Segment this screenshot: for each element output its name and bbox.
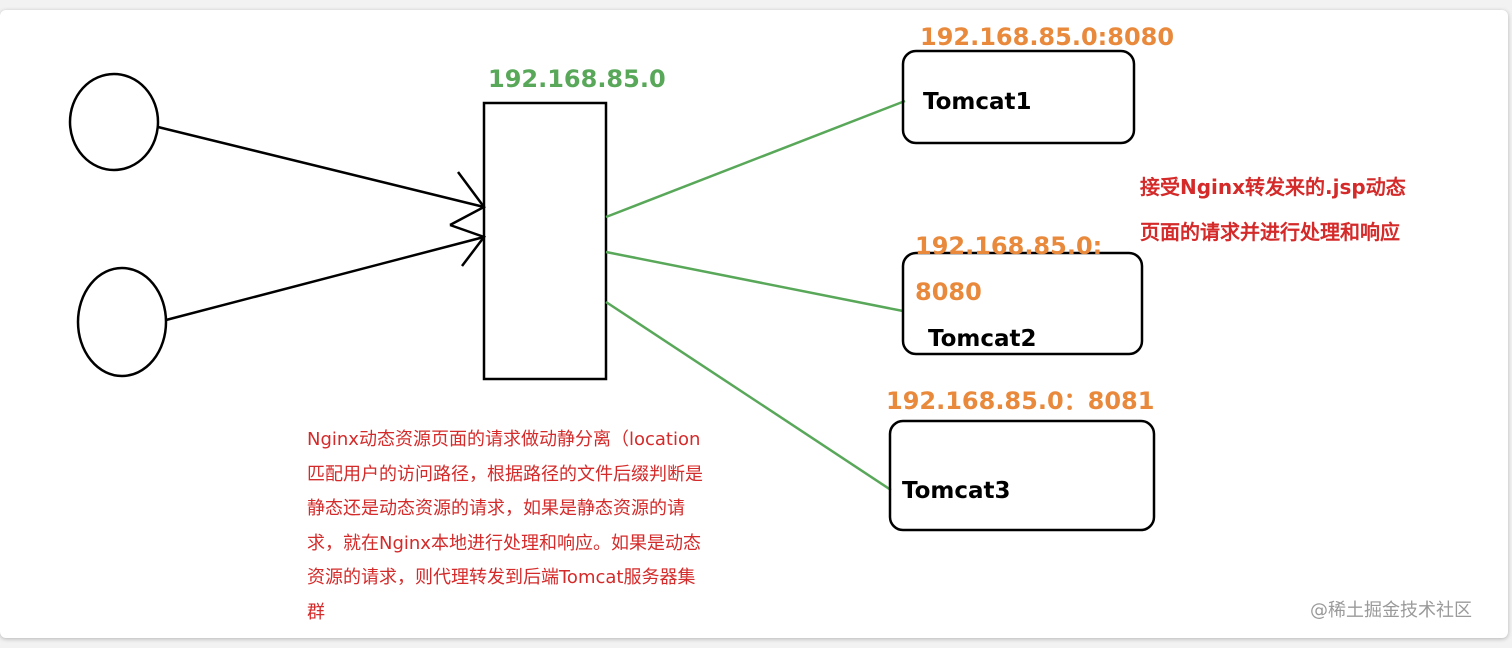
tomcat2-ip-label-line2: 8080 [915,278,982,306]
client-circle-1 [68,72,160,172]
nginx-note-line: Nginx动态资源页面的请求做动静分离（location [307,429,701,450]
link-tomcat2 [605,250,904,313]
tomcat-note: 接受Nginx转发来的.jsp动态 页面的请求并进行处理和响应 [1140,165,1406,255]
watermark: @稀土掘金技术社区 [1310,600,1472,621]
tomcat1-label: Tomcat1 [923,89,1032,115]
nginx-note-line: 求，就在Nginx本地进行处理和响应。如果是动态 [307,532,701,554]
nginx-note-line: 群 [307,601,325,623]
client-1-arrow-line [157,125,485,209]
tomcat-note-line: 接受Nginx转发来的.jsp动态 [1140,175,1406,199]
tomcat3-label: Tomcat3 [902,478,1011,504]
tomcat-note-line: 页面的请求并进行处理和响应 [1140,220,1400,244]
nginx-note-line: 匹配用户的访问路径，根据路径的文件后缀判断是 [307,463,703,485]
client-2-arrow-line [165,235,485,322]
diagram-shapes [68,49,1156,532]
tomcat3-ip-label: 192.168.85.0：8081 [886,387,1155,415]
nginx-ip-label: 192.168.85.0 [488,65,666,93]
tomcat1-box [901,49,1136,145]
tomcat2-ip-label-line1: 192.168.85.0: [915,232,1103,260]
client-1-arrow-head [449,171,486,227]
tomcat1-ip-label: 192.168.85.0:8080 [920,23,1175,51]
nginx-note-line: 静态还是动态资源的请求，如果是静态资源的请 [307,498,685,519]
client-circle-2 [76,266,168,378]
nginx-note: Nginx动态资源页面的请求做动静分离（location 匹配用户的访问路径，根… [307,423,767,630]
nginx-note-line: 资源的请求，则代理转发到后端Tomcat服务器集 [307,567,696,588]
tomcat2-box [901,251,1144,356]
tomcat2-label: Tomcat2 [928,326,1037,352]
tomcat3-box [888,419,1156,532]
link-tomcat1 [605,99,906,219]
diagram-canvas: 192.168.85.0 192.168.85.0:8080 Tomcat1 1… [0,10,1508,638]
nginx-box [482,101,608,381]
link-tomcat3 [605,300,892,492]
